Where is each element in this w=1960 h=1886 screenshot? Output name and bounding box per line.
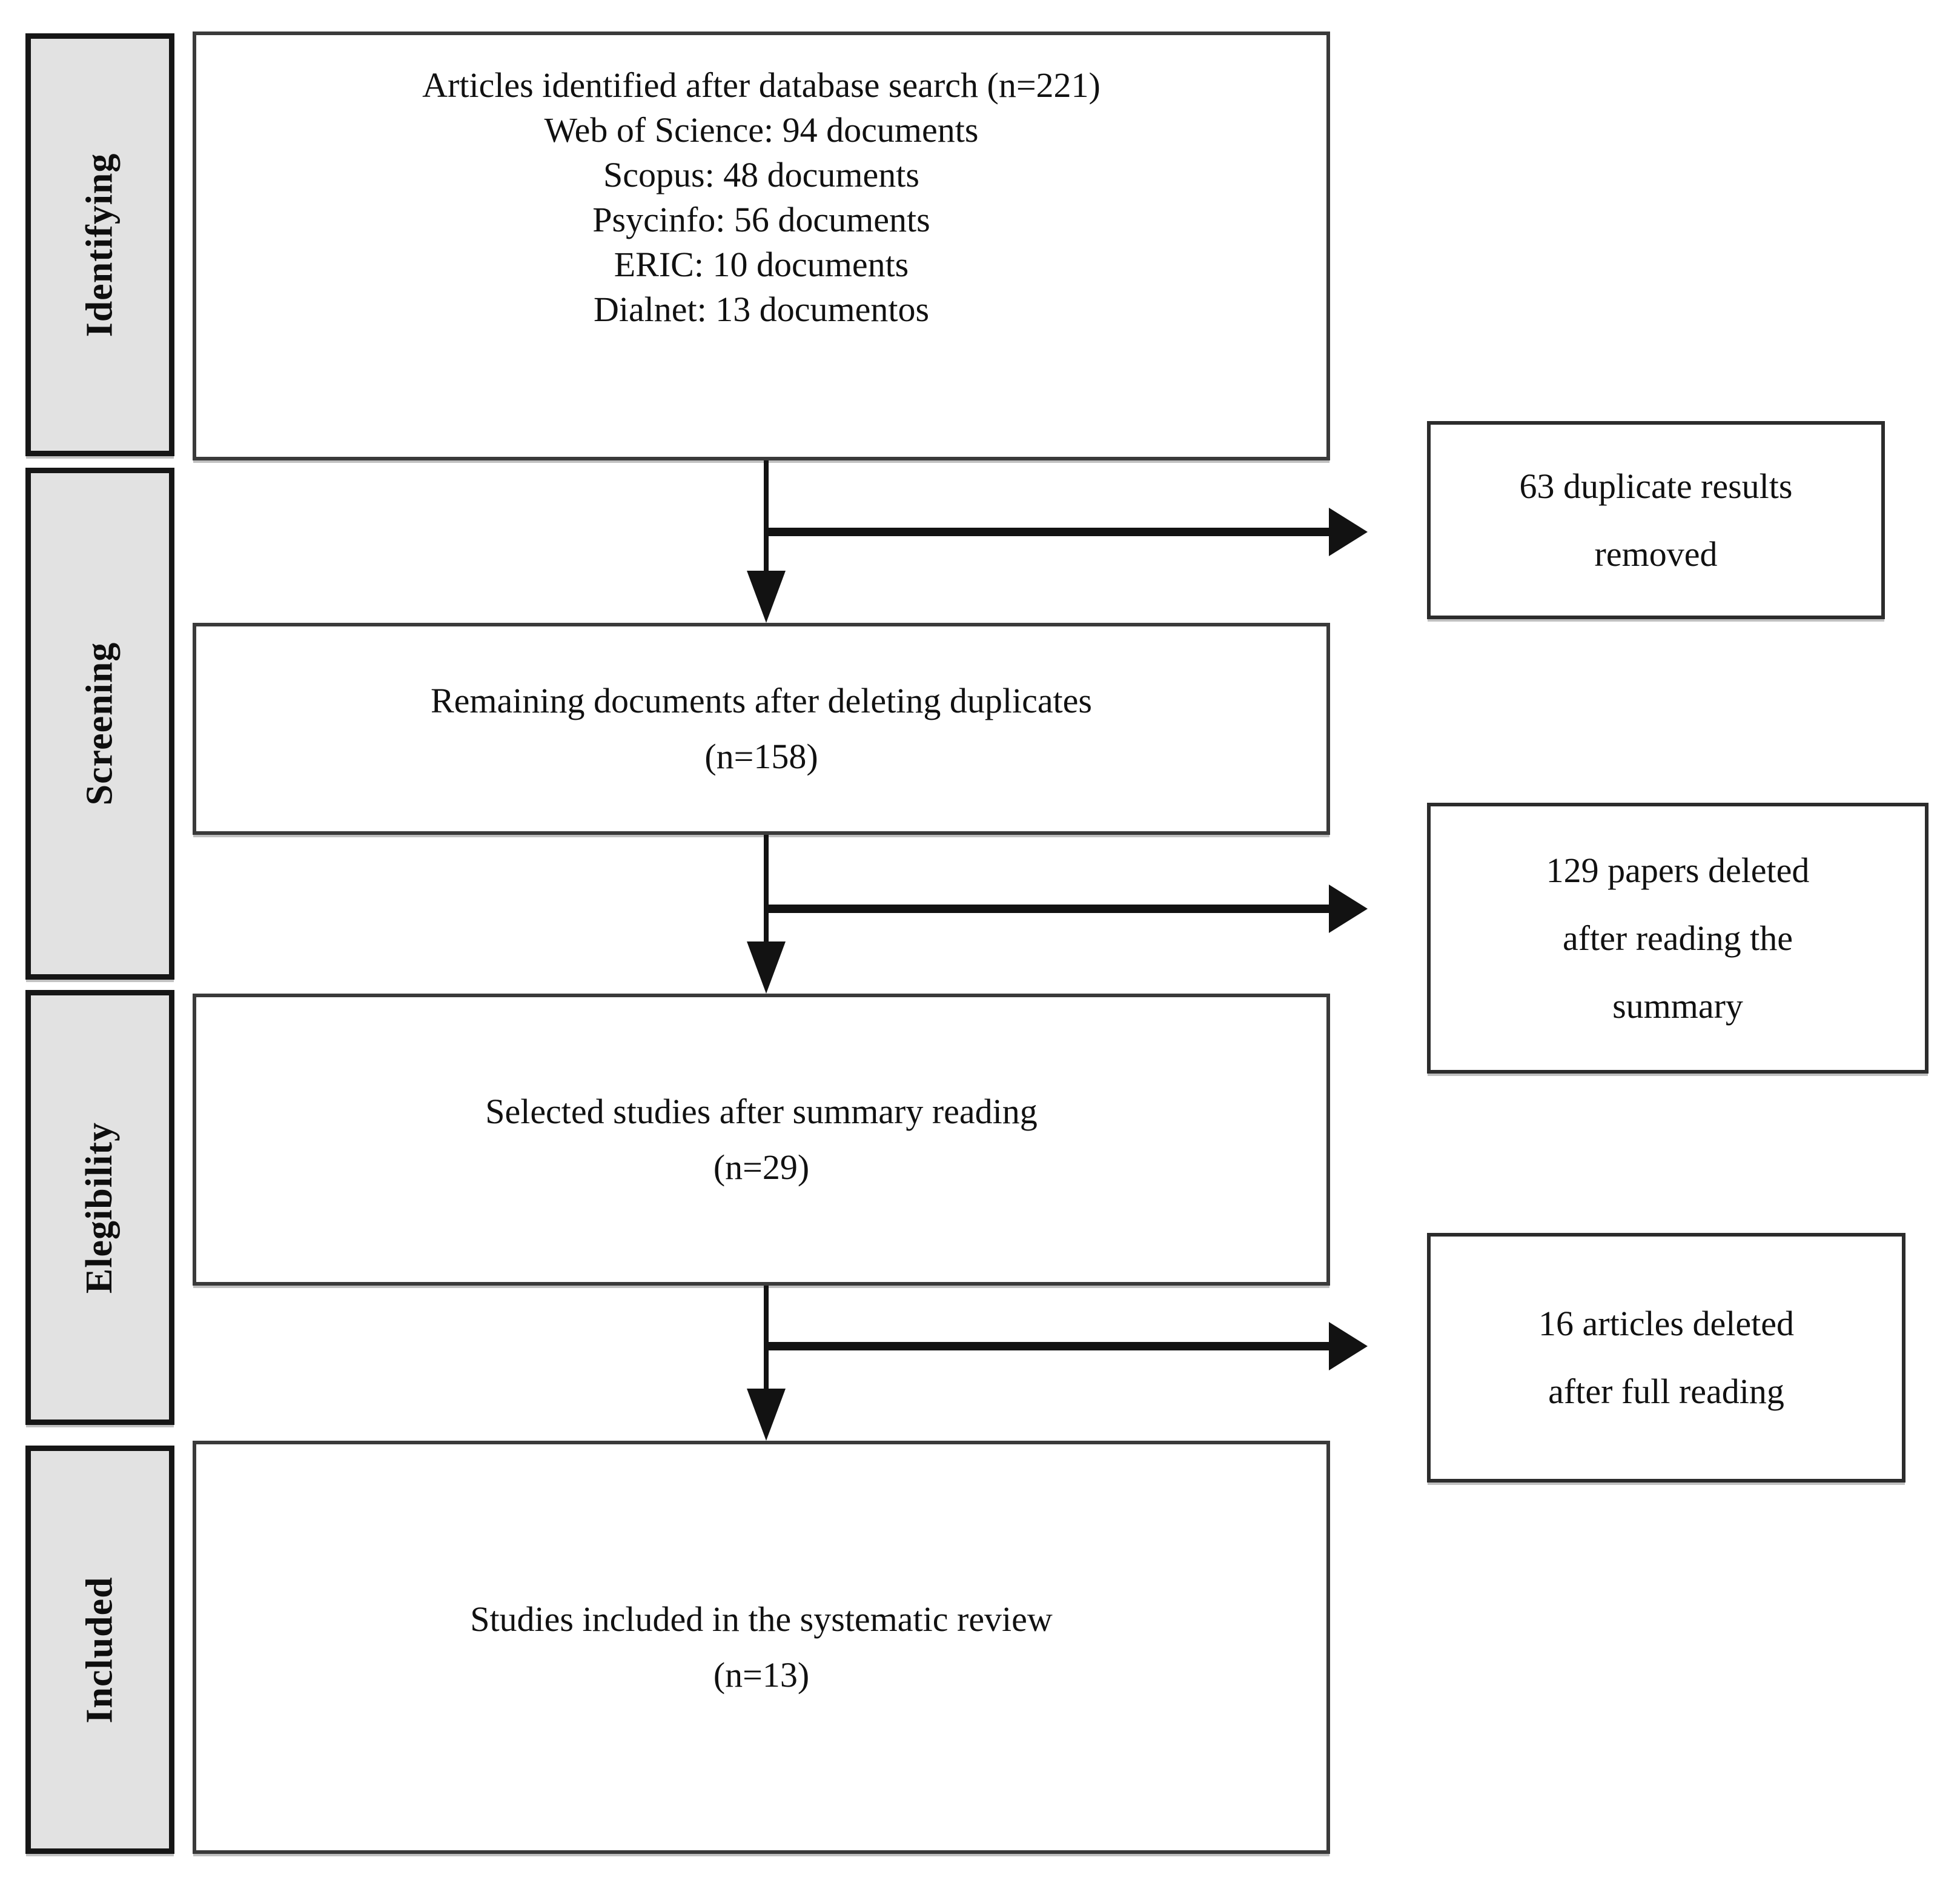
exclusion-summary-line2: after reading the <box>1562 918 1793 958</box>
flow-box-selected-count: (n=29) <box>713 1147 810 1187</box>
exclusion-box-summary: 129 papers deleted after reading the sum… <box>1427 803 1929 1074</box>
arrowhead-right-3-icon <box>1329 1322 1368 1370</box>
flow-box-selected-text: Selected studies after summary reading <box>485 1092 1038 1131</box>
flow-box-included-studies: Studies included in the systematic revie… <box>193 1441 1330 1854</box>
flow-box-identified-wos: Web of Science: 94 documents <box>544 110 979 150</box>
branch-to-summary-deleted-line <box>764 905 1330 913</box>
stage-label-included: Included <box>79 1576 121 1724</box>
exclusion-summary-line3: summary <box>1612 986 1743 1026</box>
stage-label-identifying: Identifying <box>79 153 121 337</box>
exclusion-full-line1: 16 articles deleted <box>1538 1304 1794 1343</box>
flow-box-included-text: Studies included in the systematic revie… <box>470 1599 1053 1639</box>
connector-selected-to-included-line <box>764 1286 769 1392</box>
exclusion-full-line2: after full reading <box>1548 1372 1784 1411</box>
stage-label-elegibility: Elegibility <box>79 1121 121 1293</box>
flow-box-identified-scopus: Scopus: 48 documents <box>603 155 919 194</box>
connector-identified-to-duplicates-line <box>764 460 769 576</box>
stage-box-screening: Screening <box>25 468 174 980</box>
flow-box-after-duplicates-count: (n=158) <box>704 737 818 776</box>
flow-box-identified-eric: ERIC: 10 documents <box>614 245 909 284</box>
arrowhead-down-2-icon <box>747 941 786 994</box>
stage-label-screening: Screening <box>79 642 121 806</box>
flow-box-after-duplicates: Remaining documents after deleting dupli… <box>193 623 1330 835</box>
arrowhead-down-1-icon <box>747 571 786 623</box>
flow-box-selected: Selected studies after summary reading (… <box>193 994 1330 1286</box>
arrowhead-right-1-icon <box>1329 508 1368 556</box>
exclusion-box-duplicates: 63 duplicate results removed <box>1427 421 1885 619</box>
branch-to-duplicates-line <box>764 528 1330 536</box>
flow-box-identified-title: Articles identified after database searc… <box>422 65 1101 105</box>
connector-duplicates-to-selected-line <box>764 835 769 945</box>
exclusion-duplicates-line1: 63 duplicate results <box>1519 466 1793 506</box>
flow-box-included-count: (n=13) <box>713 1655 810 1695</box>
flow-box-identified: Articles identified after database searc… <box>193 32 1330 460</box>
flow-box-identified-psycinfo: Psycinfo: 56 documents <box>592 200 930 239</box>
exclusion-duplicates-line2: removed <box>1594 534 1718 574</box>
flow-box-after-duplicates-text: Remaining documents after deleting dupli… <box>430 681 1092 720</box>
stage-box-identifying: Identifying <box>25 33 174 456</box>
stage-box-included: Included <box>25 1446 174 1854</box>
arrowhead-down-3-icon <box>747 1389 786 1441</box>
exclusion-summary-line1: 129 papers deleted <box>1546 850 1810 890</box>
exclusion-box-full-reading: 16 articles deleted after full reading <box>1427 1233 1905 1483</box>
stage-box-elegibility: Elegibility <box>25 990 174 1425</box>
flow-box-identified-dialnet: Dialnet: 13 documentos <box>593 290 930 329</box>
arrowhead-right-2-icon <box>1329 885 1368 933</box>
branch-to-full-reading-deleted-line <box>764 1342 1330 1350</box>
